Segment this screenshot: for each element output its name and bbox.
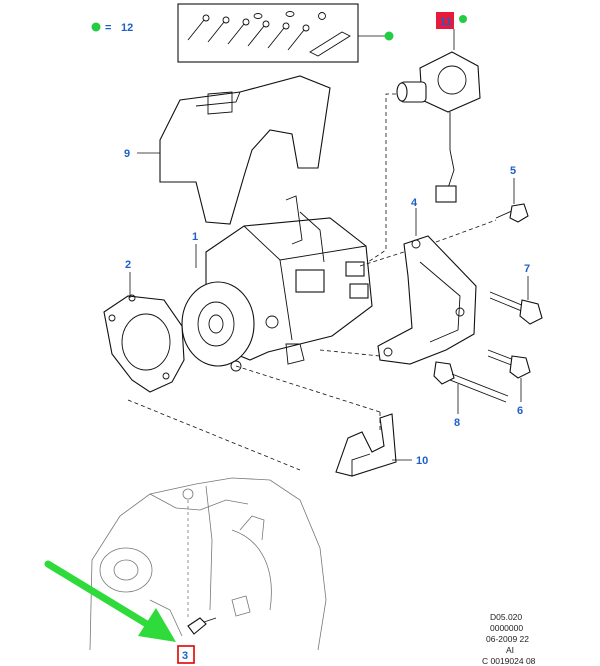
callout-7[interactable]: 7 bbox=[524, 263, 530, 275]
callout-6[interactable]: 6 bbox=[517, 405, 523, 417]
legend-equals: = bbox=[105, 22, 111, 34]
callout-9[interactable]: 9 bbox=[124, 148, 130, 160]
screw-part-3[interactable] bbox=[187, 617, 217, 635]
ref-line-3: 06-2009 22 bbox=[486, 634, 529, 644]
solenoid-part-11[interactable] bbox=[396, 51, 481, 203]
callout-2[interactable]: 2 bbox=[125, 259, 131, 271]
ref-line-5: C 0019024 08 bbox=[482, 656, 536, 666]
callout-11-highlight bbox=[436, 12, 454, 29]
stud-part-8[interactable] bbox=[433, 361, 509, 403]
reference-code-block: D05.020 0000000 06-2009 22 AI C 0019024 … bbox=[482, 612, 536, 666]
callout-8[interactable]: 8 bbox=[454, 417, 460, 429]
ref-line-2: 0000000 bbox=[490, 623, 523, 633]
callout-1[interactable]: 1 bbox=[192, 231, 198, 243]
callout-3[interactable]: 3 bbox=[182, 650, 188, 662]
heat-shield-part-9[interactable] bbox=[159, 75, 331, 225]
gasket-part-2[interactable] bbox=[103, 294, 185, 393]
callout-11-dot bbox=[459, 15, 467, 23]
kit-dot bbox=[384, 31, 394, 41]
bracket-part-10[interactable] bbox=[335, 413, 397, 477]
injection-pump-part-1[interactable] bbox=[181, 195, 373, 372]
callout-3-box bbox=[177, 645, 195, 664]
bolt-part-6[interactable] bbox=[487, 349, 531, 379]
ref-line-1: D05.020 bbox=[490, 612, 522, 622]
bolt-part-7[interactable] bbox=[489, 291, 543, 325]
legend-count: 12 bbox=[121, 22, 133, 34]
legend-dot bbox=[91, 22, 101, 32]
engine-housing-ghost bbox=[89, 477, 327, 651]
green-arrow bbox=[44, 560, 176, 642]
bracket-part-4[interactable] bbox=[377, 235, 477, 365]
seal-kit-box[interactable] bbox=[177, 3, 359, 63]
callout-10[interactable]: 10 bbox=[416, 455, 428, 467]
bolt-part-5[interactable] bbox=[495, 203, 529, 223]
callout-11[interactable]: 11 bbox=[440, 16, 452, 28]
ref-line-4: AI bbox=[506, 645, 514, 655]
callout-4[interactable]: 4 bbox=[411, 197, 418, 209]
callout-5[interactable]: 5 bbox=[510, 165, 516, 177]
